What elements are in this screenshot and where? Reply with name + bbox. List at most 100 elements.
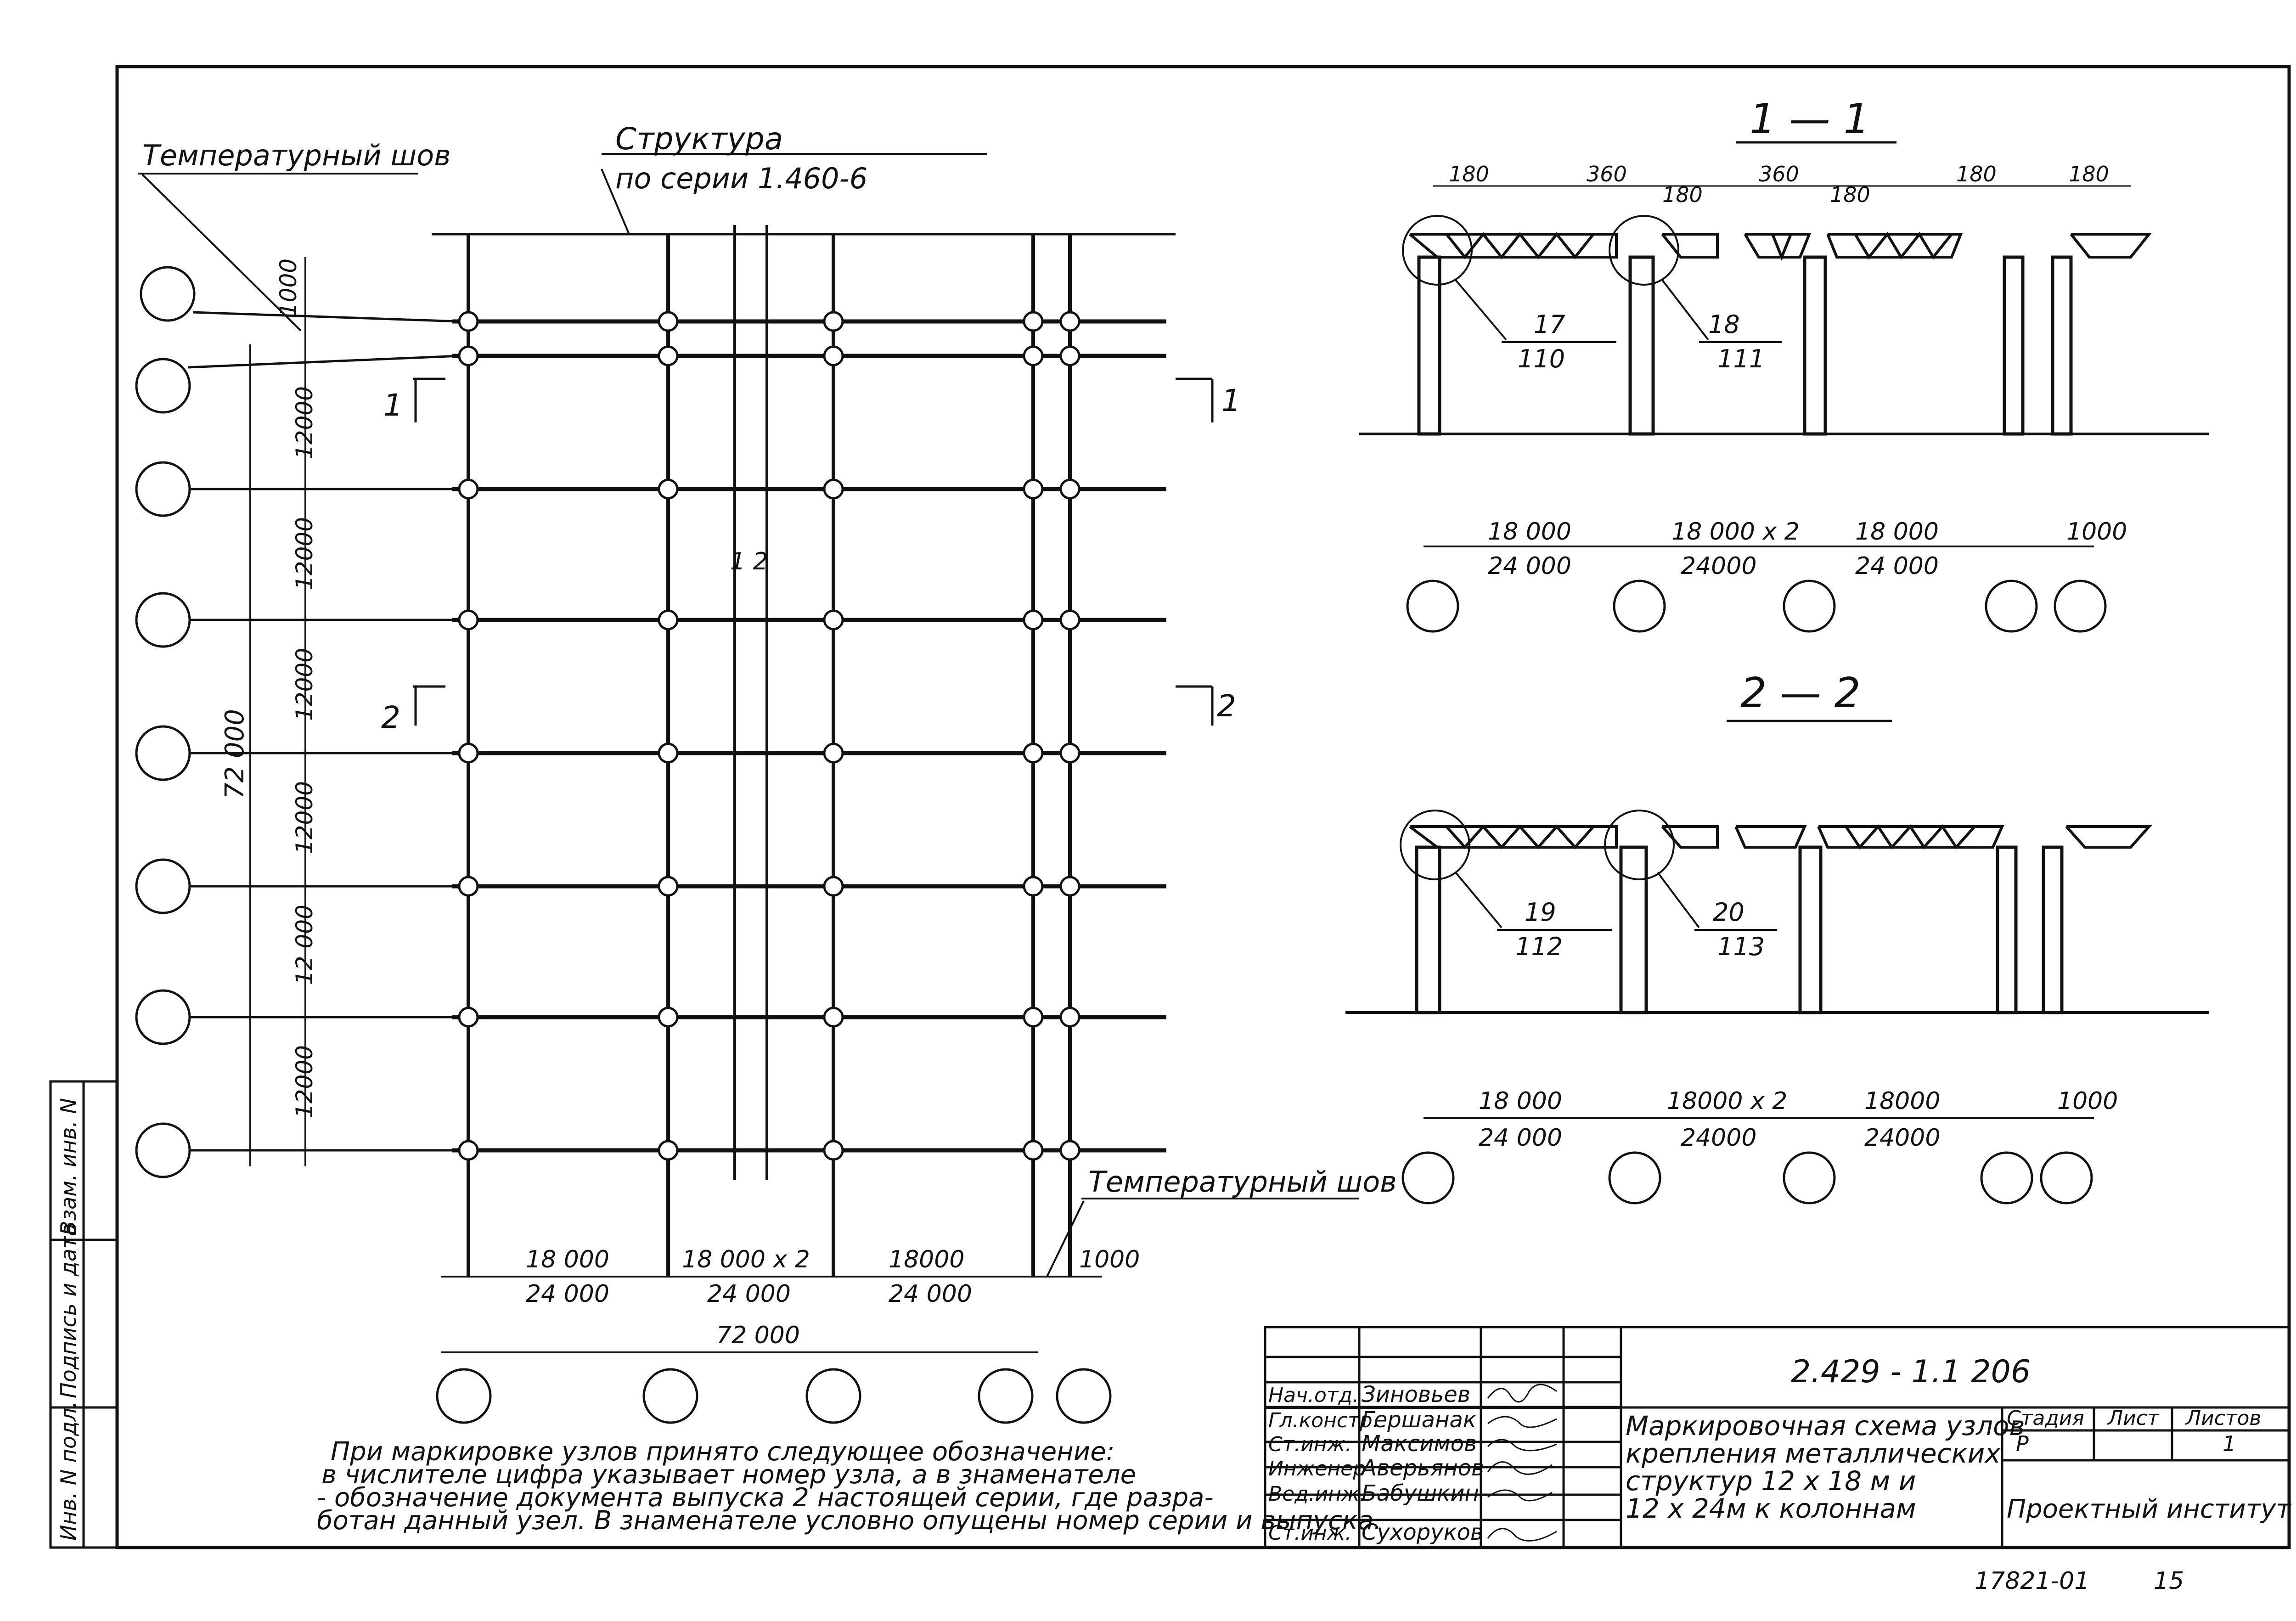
- note-line-2: в числителе цифра указывает номер узла, …: [321, 1460, 1136, 1490]
- doc-code: 2.429 - 1.1 206: [1791, 1354, 2031, 1390]
- s22-span-bottom-2: 24000: [1681, 1124, 1756, 1152]
- node-17-number: 17: [1534, 310, 1565, 339]
- s22-span-bottom-1: 24 000: [1479, 1124, 1562, 1152]
- sheets-value: 1: [2223, 1431, 2236, 1456]
- role-3: Ст.инж.: [1268, 1433, 1351, 1456]
- name-3: Максимов: [1362, 1431, 1477, 1457]
- title-line-2: крепления металлических: [1626, 1438, 2001, 1469]
- stage-value: Р: [2016, 1431, 2029, 1456]
- archive-number: 17821-01: [1975, 1567, 2089, 1595]
- bottom-dim-top-2: 18 000 x 2: [682, 1246, 810, 1273]
- stage-label: Стадия: [2007, 1407, 2084, 1430]
- s11-dim-4: 360: [1759, 162, 1799, 186]
- plan-beams: [452, 319, 1166, 1153]
- s11-dim-2: 360: [1587, 162, 1627, 186]
- role-4: Инженер: [1268, 1457, 1366, 1480]
- node-18-doc: 111: [1717, 344, 1765, 373]
- s22-span-bottom-3: 24000: [1864, 1124, 1940, 1152]
- side-inv-orig: Инв. N подл.: [56, 1401, 81, 1541]
- bottom-dim-bottom-1: 24 000: [526, 1280, 609, 1308]
- bottom-dim-bottom-3: 24 000: [889, 1280, 972, 1308]
- signatures: [1487, 1384, 1557, 1542]
- s11-span-top-2: 18 000 x 2: [1671, 518, 1800, 546]
- s22-trusses: [1409, 824, 2152, 850]
- name-6: Сухоруков: [1362, 1520, 1483, 1545]
- section-2-2-title: 2 — 2: [1740, 669, 1861, 717]
- section-2-2: 2 — 2 19 112 20 113 18 000: [1345, 669, 2209, 1204]
- s11-span-bottom-1: 24 000: [1488, 552, 1571, 580]
- s11-span-top-3: 18 000: [1855, 518, 1939, 546]
- bottom-dim-top-3: 18000: [889, 1246, 964, 1273]
- sheet-frame: [115, 65, 2291, 1549]
- s11-span-top-4: 1000: [2066, 518, 2127, 546]
- bottom-dim-top-4: 1000: [1079, 1246, 1140, 1273]
- temp-joint-label-2: Температурный шов: [1088, 1165, 1397, 1199]
- node-20-number: 20: [1713, 898, 1745, 927]
- s22-span-top-3: 18000: [1864, 1087, 1940, 1115]
- stamp-title: Маркировочная схема узлов крепления мета…: [1626, 1410, 2025, 1524]
- s11-axis-bubbles: [1406, 580, 2107, 633]
- s22-span-top-1: 18 000: [1479, 1087, 1562, 1115]
- stamp-roles: Нач.отд. Гл.констр. Ст.инж. Инженер Вед.…: [1268, 1382, 1484, 1545]
- node-17-doc: 110: [1518, 344, 1565, 373]
- note-line-3: - обозначение документа выпуска 2 настоя…: [317, 1483, 1214, 1513]
- section-mark-2-left: 2: [381, 700, 400, 735]
- temp-joint-label: Температурный шов: [142, 139, 451, 172]
- section-mark-1-right: 1: [1221, 383, 1241, 418]
- node-18-number: 18: [1708, 310, 1740, 339]
- name-2: Гершанак: [1362, 1407, 1476, 1433]
- s11-dim-6: 180: [1956, 162, 1997, 186]
- title-line-4: 12 x 24м к колоннам: [1626, 1493, 1916, 1524]
- sheet-label: Лист: [2107, 1407, 2160, 1430]
- title-block: [1264, 1326, 2290, 1549]
- structure-label-2: по серии 1.460-6: [615, 162, 867, 195]
- total-width-dim: 72 000: [716, 1322, 800, 1349]
- title-line-3: структур 12 x 18 м и: [1626, 1465, 1916, 1497]
- seam-mark: 1 2: [730, 548, 768, 575]
- bottom-dim-top-1: 18 000: [526, 1246, 609, 1273]
- role-6: Ст.инж.: [1268, 1521, 1351, 1545]
- title-line-1: Маркировочная схема узлов: [1626, 1410, 2025, 1441]
- row-axis-bubbles: [135, 266, 460, 1178]
- node-19-number: 19: [1525, 898, 1556, 927]
- marking-note: При маркировке узлов принято следующее о…: [317, 1437, 1382, 1536]
- total-height-dim: 72 000: [220, 709, 250, 799]
- section-mark-1-left: 1: [383, 388, 403, 423]
- side-stamp: [49, 1080, 118, 1549]
- plan-nodes: [458, 311, 1080, 1161]
- s11-span-bottom-2: 24000: [1681, 552, 1756, 580]
- section-1-1: 1 — 1 180 360 180 360 180 180 180: [1359, 95, 2209, 633]
- side-sign-date: Подпись и дата: [56, 1223, 81, 1398]
- row-dim-3: 12000: [291, 517, 318, 590]
- node-19-doc: 112: [1515, 932, 1563, 961]
- name-5: Бабушкин: [1362, 1480, 1479, 1506]
- sheets-label: Листов: [2185, 1407, 2261, 1430]
- s11-span-top-1: 18 000: [1488, 518, 1571, 546]
- section-mark-2-right: 2: [1217, 688, 1236, 724]
- row-dim-5: 12000: [291, 781, 318, 854]
- s11-span-bottom-3: 24 000: [1855, 552, 1939, 580]
- note-line-4: ботан данный узел. В знаменателе условно…: [317, 1506, 1382, 1536]
- row-dim-2: 12000: [291, 386, 318, 459]
- column-axis-bubbles: [436, 1368, 1112, 1424]
- role-1: Нач.отд.: [1268, 1384, 1359, 1407]
- s11-dim-1: 180: [1449, 162, 1489, 186]
- name-4: Аверьянов: [1360, 1455, 1484, 1481]
- s22-axis-bubbles: [1401, 1151, 2093, 1204]
- bottom-dim-bottom-2: 24 000: [707, 1280, 791, 1308]
- s11-trusses: [1409, 231, 2152, 261]
- page-number: 15: [2154, 1567, 2184, 1595]
- row-dim-1: 1000: [275, 259, 302, 317]
- plan-view: Температурный шов Структура по серии 1.4…: [135, 121, 1397, 1424]
- role-2: Гл.констр.: [1268, 1409, 1379, 1432]
- row-dim-4: 12000: [291, 648, 318, 721]
- s22-span-top-4: 1000: [2057, 1087, 2118, 1115]
- org-name: Проектный институт 1: [2007, 1494, 2296, 1524]
- side-inv-dup: Взам. инв. N: [56, 1098, 81, 1235]
- note-line-1: При маркировке узлов принято следующее о…: [331, 1437, 1115, 1467]
- row-dim-7: 12000: [291, 1045, 318, 1118]
- plan-columns: [467, 225, 1072, 1277]
- structure-label-1: Структура: [615, 121, 783, 157]
- name-1: Зиновьев: [1362, 1382, 1470, 1407]
